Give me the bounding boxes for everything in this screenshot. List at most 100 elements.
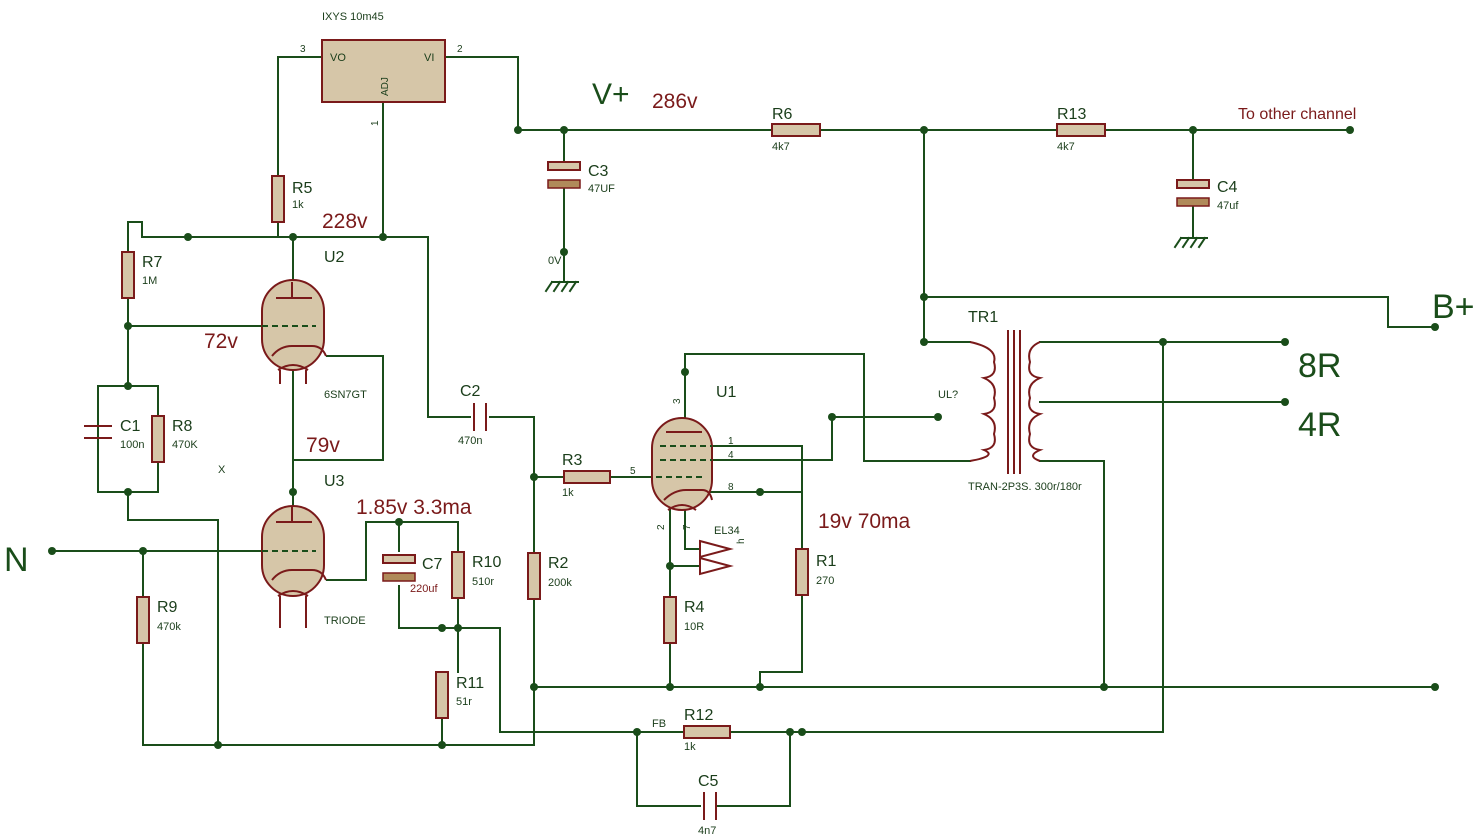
label-tubes-u1-pins-0: 3: [672, 398, 683, 404]
label-resistors-11-ref: R12: [684, 707, 713, 724]
label-resistors-2-value: 1k: [562, 487, 574, 499]
label-resistors-8-value: 470k: [157, 621, 181, 633]
label-capacitors-2-value: 47UF: [588, 183, 615, 195]
regulator-name: IXYS 10m45: [322, 11, 384, 23]
ground-symbol: [544, 267, 579, 293]
label-capacitors-1-ref: C2: [460, 383, 481, 400]
label-resistors-4-ref: R5: [292, 180, 313, 197]
regulator-pin3: 3: [300, 44, 306, 55]
voltage-185: 1.85v 3.3ma: [356, 496, 472, 519]
label-resistors-2-ref: R3: [562, 452, 583, 469]
tube-u1: U1 EL34 h 3 1 4 5 8 2 7: [630, 384, 747, 576]
label-resistors-6-value: 1M: [142, 275, 157, 287]
resistor-r5: R5 1k: [271, 175, 313, 223]
x-label: X: [218, 464, 226, 476]
label-tubes-u1-pins-1: 1: [728, 436, 734, 447]
label-capacitors-0-value: 100n: [120, 439, 144, 451]
junction-dots: [48, 126, 1439, 749]
transformer-ref: TR1: [968, 309, 998, 326]
tube-u3-type: TRIODE: [324, 615, 366, 627]
vplus-label: V+: [592, 78, 630, 111]
resistor-r8: R8 470K: [151, 415, 198, 463]
capacitor-c7: C7 220uf: [382, 554, 443, 595]
label-resistors-1-ref: R2: [548, 555, 569, 572]
resistor-r1: R1 270: [795, 548, 837, 596]
voltage-286: 286v: [652, 90, 698, 113]
label-resistors-0-ref: R1: [816, 553, 837, 570]
resistor-r3: R3 1k: [562, 452, 611, 499]
label-resistors-8-ref: R9: [157, 599, 178, 616]
label-resistors-7-value: 470K: [172, 439, 198, 451]
tube-u1-type: EL34: [714, 525, 740, 537]
tube-u3-ref: U3: [324, 473, 345, 490]
regulator-pin-adj: ADJ: [380, 77, 391, 96]
ul-label: UL?: [938, 389, 958, 401]
label-resistors-12-ref: R13: [1057, 106, 1086, 123]
voltage-19: 19v 70ma: [818, 510, 911, 533]
regulator-pin-vi: VI: [424, 52, 434, 64]
transformer-type: TRAN-2P3S. 300r/180r: [968, 481, 1082, 493]
label-capacitors-4-value: 4n7: [698, 825, 716, 837]
other-channel-label: To other channel: [1238, 106, 1356, 123]
label-capacitors-3-value: 47uf: [1217, 200, 1239, 212]
regulator-pin2: 2: [457, 44, 463, 55]
zero-volt-label: 0V: [548, 255, 562, 267]
label-resistors-0-value: 270: [816, 575, 834, 587]
resistor-r12: R12 1k: [683, 707, 731, 753]
capacitor-c5: C5 4n7: [698, 773, 719, 837]
label-tubes-u1-pins-4: 8: [728, 482, 734, 493]
label-resistors-9-ref: R10: [472, 554, 501, 571]
fb-label: FB: [652, 718, 666, 730]
tube-u2-ref: U2: [324, 249, 345, 266]
label-capacitors-3-ref: C4: [1217, 179, 1238, 196]
tube-u3: U3 TRIODE: [261, 473, 366, 628]
resistor-r7: R7 1M: [121, 251, 163, 299]
label-capacitors-5-ref: C7: [422, 556, 443, 573]
tube-u2: U2 6SN7GT: [261, 249, 367, 401]
label-tubes-u1-pins-3: 5: [630, 466, 636, 477]
voltage-72: 72v: [204, 330, 238, 353]
resistor-r10: R10 510r: [451, 551, 501, 599]
label-capacitors-0-ref: C1: [120, 418, 141, 435]
label-capacitors-4-ref: C5: [698, 773, 719, 790]
capacitor-c3: C3 47UF: [547, 161, 615, 195]
label-capacitors-2-ref: C3: [588, 163, 609, 180]
input-n-label: N: [4, 541, 29, 579]
transformer-tr1: TR1 TRAN-2P3S. 300r/180r UL?: [938, 309, 1082, 493]
label-resistors-4-value: 1k: [292, 199, 304, 211]
resistor-r13: R13 4k7: [1056, 106, 1106, 153]
capacitor-c4: C4 47uf: [1176, 179, 1239, 212]
resistor-r4: R4 10R: [663, 596, 705, 644]
resistor-r6: R6 4k7: [771, 106, 821, 153]
resistor-r11: R11 51r: [435, 671, 484, 719]
label-resistors-9-value: 510r: [472, 576, 494, 588]
label-resistors-3-ref: R4: [684, 599, 705, 616]
resistor-r9: R9 470k: [136, 596, 181, 644]
resistor-r2: R2 200k: [527, 552, 572, 600]
label-resistors-5-value: 4k7: [772, 141, 790, 153]
voltage-228: 228v: [322, 210, 368, 233]
output-4r: 4R: [1298, 406, 1341, 444]
label-resistors-5-ref: R6: [772, 106, 793, 123]
tube-u2-type: 6SN7GT: [324, 389, 367, 401]
label-resistors-6-ref: R7: [142, 254, 163, 271]
tube-u1-heater: h: [736, 538, 747, 544]
capacitor-c2: C2 470n: [458, 383, 487, 447]
capacitor-c1: C1 100n: [84, 418, 144, 451]
regulator-pin-vo: VO: [330, 52, 346, 64]
label-tubes-u1-pins-5: 2: [656, 524, 667, 530]
label-resistors-12-value: 4k7: [1057, 141, 1075, 153]
wires: [51, 56, 1436, 807]
ground-symbol: [1173, 235, 1208, 249]
regulator-ixys: IXYS 10m45 VO VI ADJ 3 2 1: [300, 11, 463, 126]
label-resistors-7-ref: R8: [172, 418, 193, 435]
regulator-pin1: 1: [370, 120, 381, 126]
label-capacitors-5-value: 220uf: [410, 583, 438, 595]
bplus-label: B+: [1432, 288, 1475, 326]
label-resistors-3-value: 10R: [684, 621, 704, 633]
label-resistors-10-ref: R11: [456, 675, 484, 692]
label-resistors-11-value: 1k: [684, 741, 696, 753]
label-tubes-u1-pins-6: 7: [682, 524, 693, 530]
output-8r: 8R: [1298, 347, 1341, 385]
